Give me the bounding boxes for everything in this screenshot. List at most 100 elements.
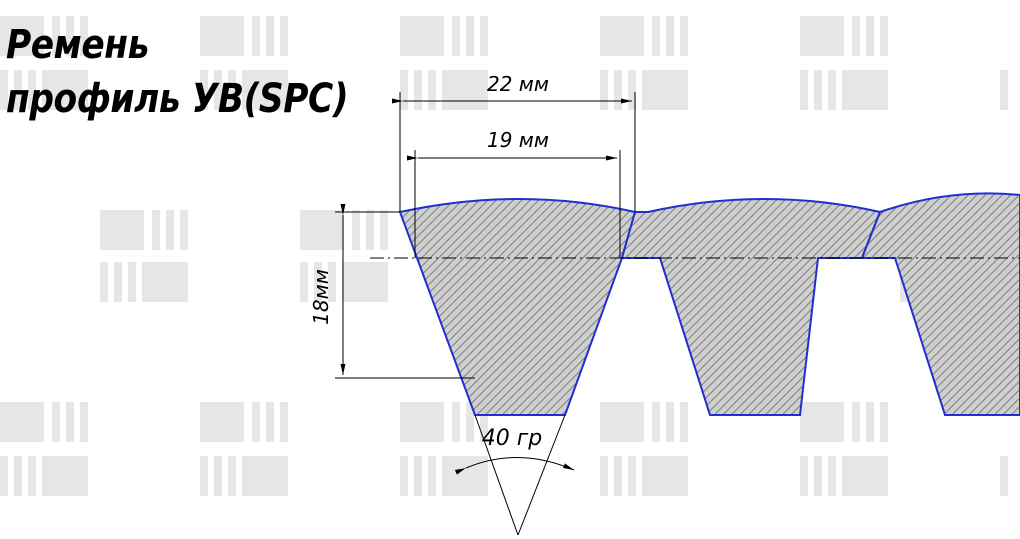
watermark-block [466,16,474,56]
watermark-block [600,16,644,56]
watermark-block [14,70,22,110]
watermark-block [128,262,136,302]
watermark-block [0,456,8,496]
watermark-block [428,456,436,496]
watermark-block [280,402,288,442]
watermark-block [242,456,288,496]
watermark-block [800,16,844,56]
watermark-block [600,456,608,496]
title-line-1: Ремень [6,22,149,68]
angle-lines [454,414,575,536]
belt-section-left [398,198,637,416]
pitch-width-label: 19 мм [487,128,549,152]
watermark-block [114,262,122,302]
watermark-block [442,70,488,110]
watermark-block [228,70,236,110]
watermark-block [428,70,436,110]
watermark-block [680,16,688,56]
watermark-block [614,70,622,110]
watermark-block [880,402,888,442]
watermark-block [666,402,674,442]
watermark-block [0,70,8,110]
watermark-block [414,70,422,110]
watermark-block [200,70,208,110]
watermark-block [400,16,444,56]
watermark-block [166,210,174,250]
watermark-block [452,16,460,56]
watermark-block [252,402,260,442]
belt-section-right [860,192,1020,416]
watermark-block [100,210,144,250]
watermark-block [800,70,808,110]
watermark-block [342,262,388,302]
angle-label: 40 гр [482,426,543,451]
watermark-block [814,456,822,496]
watermark-block [628,70,636,110]
watermark-block [480,402,488,442]
watermark-block [600,402,644,442]
watermark-block [880,16,888,56]
watermark-block [42,456,88,496]
watermark-block [400,456,408,496]
watermark-block [828,456,836,496]
watermark-block [814,70,822,110]
watermark-block [380,210,388,250]
watermark-block [152,210,160,250]
height-label: 18мм [309,269,333,325]
top-width-label: 22 мм [487,72,549,96]
watermark-block [366,210,374,250]
watermark-block [214,70,222,110]
watermark-block [866,16,874,56]
extension-lines [335,92,636,379]
watermark-block [1000,70,1008,110]
watermark-block [14,456,22,496]
watermark-block [200,402,244,442]
watermark-block [642,456,688,496]
watermark-block [0,16,44,56]
watermark-block [52,402,60,442]
watermark-block [414,456,422,496]
watermark-block [600,70,608,110]
watermark-block [680,402,688,442]
belt-section-middle [620,198,882,416]
watermark-block [652,16,660,56]
watermark-block [666,16,674,56]
watermark-block [628,456,636,496]
watermark-block [214,456,222,496]
watermark-block [52,16,60,56]
watermark-block [80,16,88,56]
watermark-block [142,262,188,302]
watermark-block [42,70,88,110]
title-line-2: профиль УВ(SPC) [6,76,349,122]
watermark-block [400,402,444,442]
watermark-block [180,210,188,250]
watermark-block [1000,456,1008,496]
watermark-block [866,402,874,442]
watermark-block [228,456,236,496]
watermark-block [300,210,344,250]
watermark-block [352,210,360,250]
watermark-block [842,70,888,110]
watermark-block [200,16,244,56]
watermark-block [652,402,660,442]
watermark-block [66,16,74,56]
watermark-block [800,456,808,496]
watermark-block [100,262,108,302]
watermark-block [266,16,274,56]
watermark-block [200,456,208,496]
watermark-block [852,16,860,56]
watermark-block [466,402,474,442]
watermark-block [28,456,36,496]
watermark-block [66,402,74,442]
watermark-block [280,16,288,56]
watermark-block [400,70,408,110]
watermark-block [300,262,308,302]
watermark-block [80,402,88,442]
watermark-block [852,402,860,442]
watermark-block [328,262,336,302]
watermark-block [442,456,488,496]
watermark-block [614,456,622,496]
watermark-block [642,70,688,110]
watermark-block [252,16,260,56]
